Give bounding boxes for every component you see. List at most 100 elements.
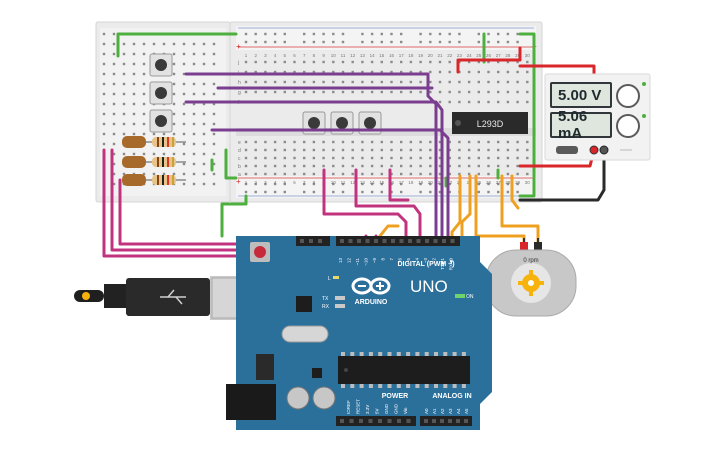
column-number: 8 <box>313 180 316 185</box>
l293d-ic[interactable]: L293D <box>452 112 528 134</box>
digital-pin-label: 12 <box>347 258 352 264</box>
voltage-knob[interactable] <box>616 84 640 108</box>
column-number: 14 <box>370 180 376 185</box>
digital-pin-label: 7 <box>389 258 394 261</box>
arduino-model: UNO <box>410 277 448 296</box>
column-number: 7 <box>303 180 306 185</box>
digital-pin-label: ~11 <box>355 258 360 266</box>
column-number: 6 <box>293 180 296 185</box>
column-number: 24 <box>467 53 473 58</box>
column-number: 16 <box>389 180 395 185</box>
digital-pin-label: 2 <box>432 258 437 261</box>
power-header[interactable] <box>336 416 416 426</box>
column-number: 16 <box>389 53 395 58</box>
analog-header[interactable] <box>420 416 472 426</box>
column-number: 4 <box>274 53 277 58</box>
row-letter: b <box>238 164 241 170</box>
column-number: 5 <box>284 180 287 185</box>
column-number: 30 <box>525 180 531 185</box>
column-number: 15 <box>379 180 385 185</box>
analog-pin-label: A0 <box>424 408 429 414</box>
positive-terminal[interactable] <box>589 145 599 155</box>
column-number: 25 <box>476 53 482 58</box>
power-pin-label: IOREF <box>346 400 351 414</box>
column-number: 28 <box>505 53 511 58</box>
column-number: 21 <box>437 53 443 58</box>
rx-label: RX <box>322 304 330 310</box>
column-number: 19 <box>418 180 424 185</box>
column-number: 11 <box>341 180 346 185</box>
on-label: ON <box>466 294 474 300</box>
column-number: 28 <box>505 180 511 185</box>
capacitor-2 <box>312 386 336 410</box>
column-number: 22 <box>447 180 453 185</box>
column-number: 21 <box>437 180 443 185</box>
column-number: 2 <box>254 180 257 185</box>
column-number: 26 <box>486 180 492 185</box>
ic-label: L293D <box>477 119 504 129</box>
power-label: POWER <box>382 393 408 400</box>
on-led <box>455 294 465 298</box>
column-number: 15 <box>379 53 385 58</box>
analog-pin-label: A4 <box>456 408 461 414</box>
rx-led <box>335 304 345 308</box>
column-number: 19 <box>418 53 424 58</box>
digital-header[interactable] <box>336 236 460 246</box>
digital-pin-label: 13 <box>338 258 343 264</box>
column-number: 8 <box>313 53 316 58</box>
usb-chip <box>296 296 312 312</box>
resistor-body-2 <box>122 156 146 168</box>
column-number: 27 <box>496 53 502 58</box>
column-number: 9 <box>322 53 325 58</box>
column-number: 23 <box>457 53 463 58</box>
analog-label: ANALOG IN <box>432 393 471 400</box>
power-pin-label: Vin <box>403 407 408 414</box>
column-number: 13 <box>360 53 366 58</box>
column-number: 18 <box>408 53 414 58</box>
capacitor-1 <box>286 386 310 410</box>
power-jack[interactable] <box>226 384 276 420</box>
column-number: 14 <box>370 53 376 58</box>
column-number: 27 <box>496 180 502 185</box>
pushbutton-1[interactable] <box>149 53 173 77</box>
lightning-icon <box>82 292 90 300</box>
column-number: 1 <box>245 53 248 58</box>
l-led-label: L <box>328 276 331 282</box>
column-number: 20 <box>428 180 434 185</box>
digital-pin-holes <box>300 239 455 243</box>
column-number: 30 <box>525 53 531 58</box>
arduino-brand: ARDUINO <box>355 299 388 306</box>
dc-motor[interactable]: 0 rpm <box>485 238 577 317</box>
usb-icon <box>160 289 186 305</box>
column-number: 17 <box>399 53 405 58</box>
power-switch[interactable] <box>556 146 578 154</box>
row-letter: c <box>238 156 241 162</box>
pushbutton-2[interactable] <box>149 81 173 105</box>
atmega-chip <box>338 356 470 384</box>
digital-pin-label: ~10 <box>364 258 369 266</box>
pushbutton-3[interactable] <box>149 109 173 133</box>
column-number: 17 <box>399 180 405 185</box>
current-value: 5.06 mA <box>558 108 588 142</box>
column-number: 10 <box>331 180 337 185</box>
breadboard-column-numbers: 1122334455667788991010111112121313141415… <box>245 53 531 185</box>
row-letter: a <box>238 172 241 178</box>
column-number: 1 <box>245 180 248 185</box>
voltage-value: 5.00 V <box>558 86 602 104</box>
tx-label: TX <box>322 296 329 302</box>
column-number: 29 <box>515 180 521 185</box>
column-number: 12 <box>350 53 356 58</box>
current-knob[interactable] <box>616 114 640 138</box>
crystal <box>281 325 329 343</box>
column-number: 3 <box>264 53 267 58</box>
digital-pin-label: ~3 <box>423 258 428 264</box>
column-number: 22 <box>447 53 453 58</box>
column-number: 5 <box>284 53 287 58</box>
negative-terminal[interactable] <box>599 145 609 155</box>
column-number: 4 <box>274 180 277 185</box>
tx-led <box>335 296 345 300</box>
power-pin-label: GND <box>384 403 389 414</box>
